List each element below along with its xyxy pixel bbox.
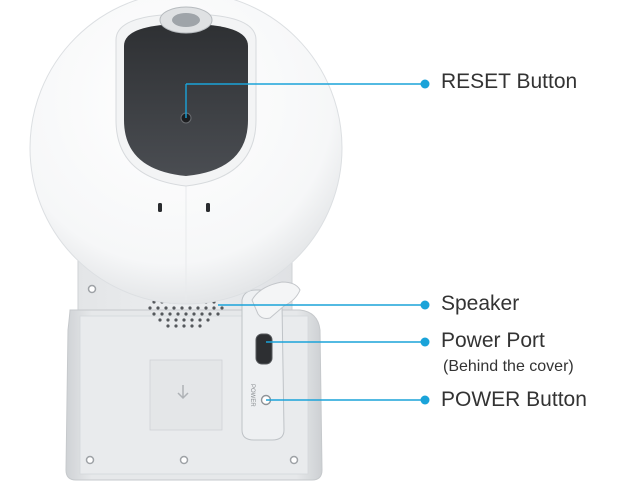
callout-lines bbox=[185, 79, 430, 405]
speaker-hole bbox=[164, 306, 168, 310]
speaker-hole bbox=[180, 306, 184, 310]
power-button-callout-dot bbox=[420, 395, 430, 405]
power-port-note: (Behind the cover) bbox=[443, 358, 574, 375]
reset-button-label: RESET Button bbox=[441, 70, 578, 93]
speaker-hole bbox=[174, 318, 178, 322]
speaker-hole bbox=[156, 306, 160, 310]
speaker-hole bbox=[174, 324, 178, 328]
speaker-hole bbox=[152, 312, 156, 316]
speaker-hole bbox=[206, 318, 210, 322]
speaker-hole bbox=[220, 306, 224, 310]
speaker-hole bbox=[200, 312, 204, 316]
speaker-hole bbox=[190, 324, 194, 328]
speaker-hole bbox=[166, 318, 170, 322]
speaker-hole bbox=[188, 306, 192, 310]
speaker-hole bbox=[172, 306, 176, 310]
camera-head bbox=[29, 0, 343, 305]
speaker-hole bbox=[182, 324, 186, 328]
power-side-text: POWER bbox=[249, 384, 255, 407]
speaker-hole bbox=[198, 324, 202, 328]
speaker-hole bbox=[168, 312, 172, 316]
speaker-hole bbox=[176, 312, 180, 316]
speaker-hole bbox=[204, 306, 208, 310]
speaker-hole bbox=[196, 306, 200, 310]
speaker-hole bbox=[160, 312, 164, 316]
power-button-label: POWER Button bbox=[441, 388, 587, 411]
speaker-hole bbox=[212, 306, 216, 310]
speaker-hole bbox=[198, 318, 202, 322]
speaker-callout-dot bbox=[420, 300, 430, 310]
speaker-hole bbox=[158, 318, 162, 322]
speaker-hole bbox=[166, 324, 170, 328]
speaker-hole bbox=[148, 306, 152, 310]
power-port-callout-dot bbox=[420, 337, 430, 347]
speaker-hole bbox=[182, 318, 186, 322]
speaker-hole bbox=[190, 318, 194, 322]
power-port-label: Power Port bbox=[441, 329, 545, 352]
speaker-hole bbox=[208, 312, 212, 316]
speaker-hole bbox=[184, 312, 188, 316]
speaker-hole bbox=[216, 312, 220, 316]
reset-callout-dot bbox=[420, 79, 430, 89]
speaker-label: Speaker bbox=[441, 292, 520, 315]
speaker-hole bbox=[192, 312, 196, 316]
